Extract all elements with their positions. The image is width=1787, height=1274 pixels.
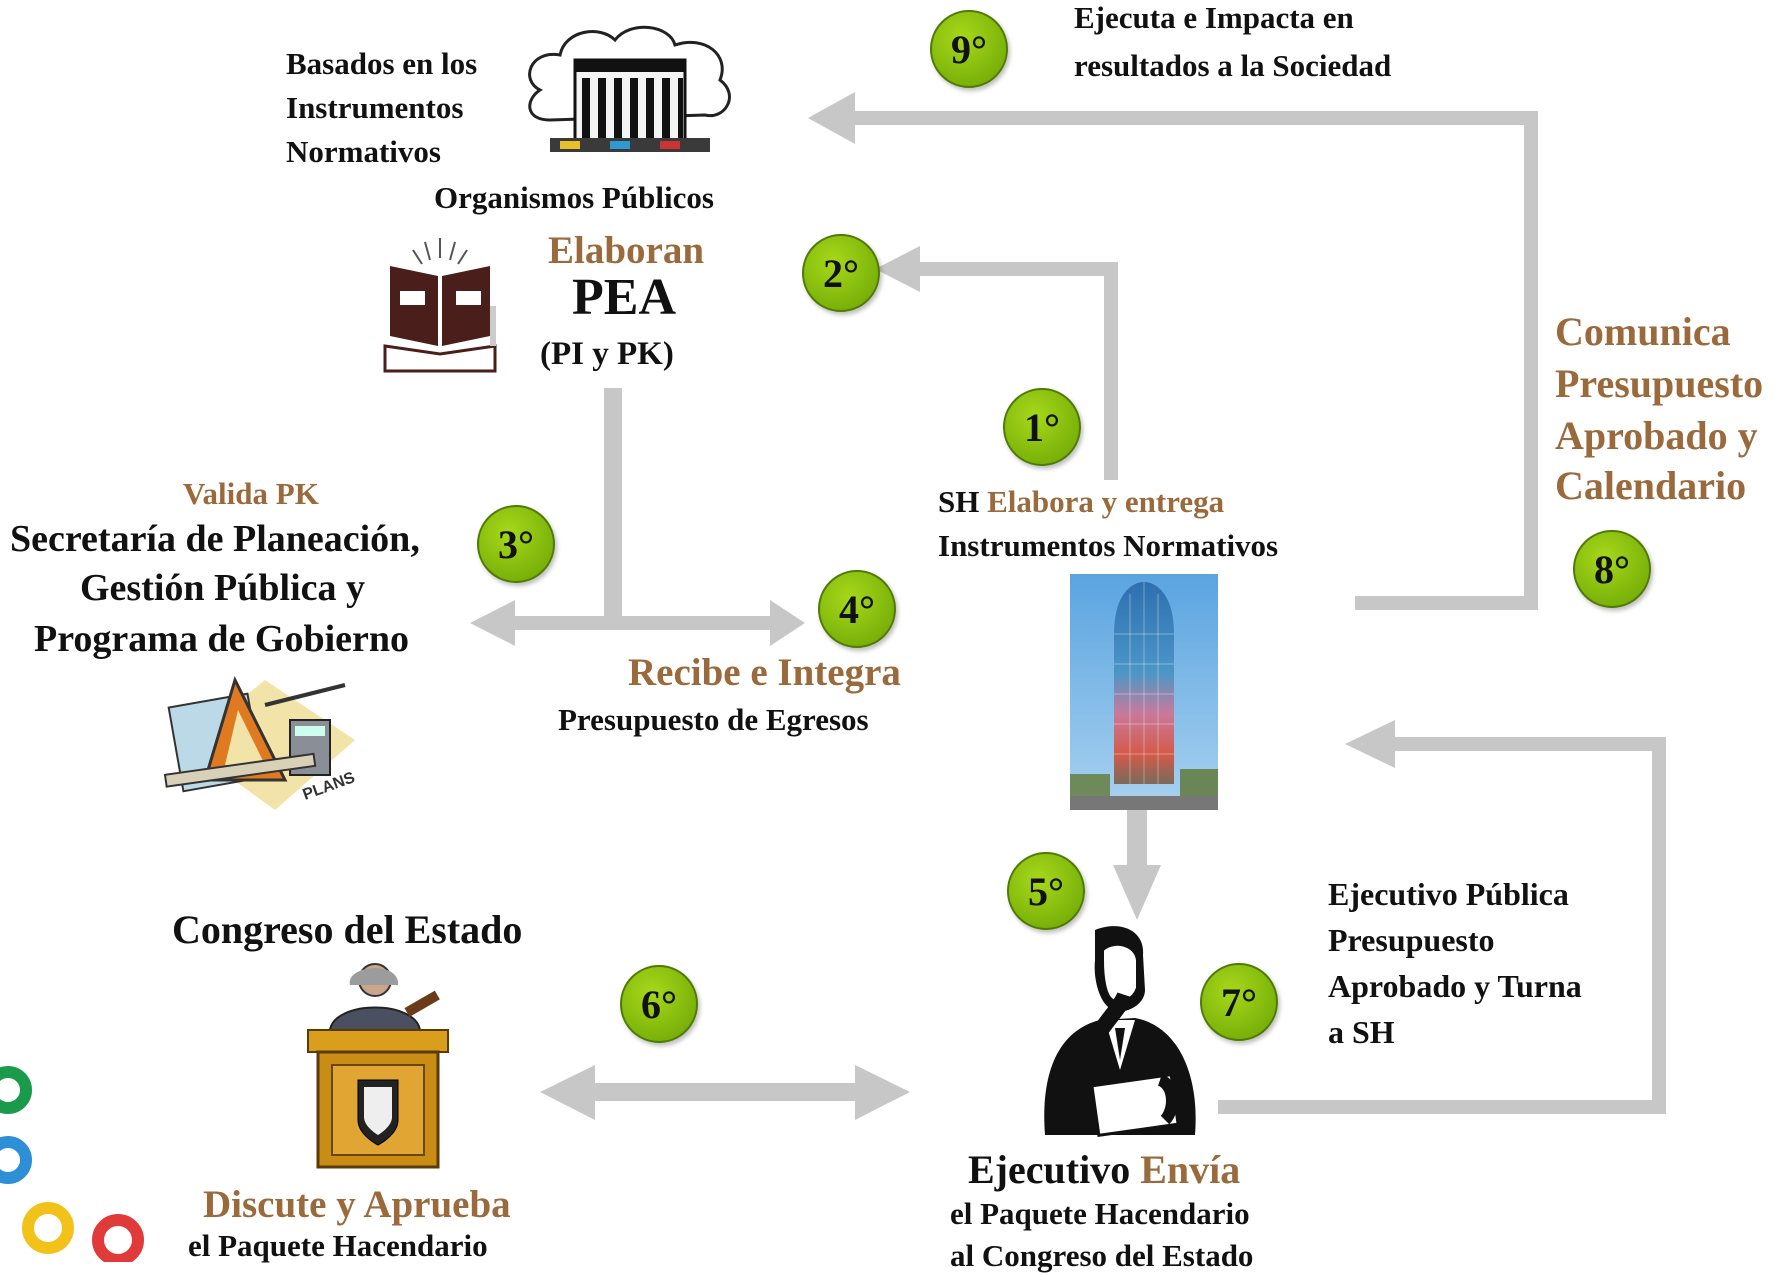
comunica-line-1: Comunica — [1555, 309, 1731, 354]
ejecutivo-line-3: al Congreso del Estado — [950, 1238, 1254, 1273]
arrow2-vertical — [1104, 263, 1118, 480]
arrow5-shaft — [1127, 810, 1147, 870]
comunica-line-3: Aprobado y — [1555, 413, 1758, 458]
comunica-line-2: Presupuesto — [1555, 361, 1764, 406]
congreso-title: Congreso del Estado — [172, 907, 523, 952]
step-2-badge: 2° — [802, 234, 880, 312]
secretaria-line-2: Gestión Pública y — [80, 567, 366, 609]
sh-label: SH Elabora y entrega — [938, 484, 1224, 520]
congreso-paquete-label: el Paquete Hacendario — [188, 1228, 488, 1263]
reading-book-icon — [380, 236, 500, 376]
arrow4-head — [770, 600, 805, 646]
publica-line-3: Aprobado y Turna — [1328, 968, 1582, 1004]
skyscraper-photo — [1070, 574, 1218, 810]
arrow2-head — [875, 246, 920, 292]
arrow34-vertical — [604, 388, 622, 624]
step9-line-2: resultados a la Sociedad — [1074, 48, 1392, 83]
arrow2-horizontal — [915, 262, 1118, 276]
publica-line-4: a SH — [1328, 1014, 1395, 1050]
arrow9-head — [808, 92, 855, 144]
arrow6-shaft — [585, 1083, 865, 1101]
publica-line-1: Ejecutivo Pública — [1328, 876, 1569, 912]
basados-line-1: Basados en los — [286, 46, 478, 81]
arrow7-top — [1390, 737, 1666, 751]
government-building-icon — [520, 20, 740, 160]
thinking-man-icon — [1025, 920, 1215, 1140]
arrow34-horizontal — [510, 616, 780, 630]
ejecutivo-line-2: el Paquete Hacendario — [950, 1196, 1250, 1231]
planning-tools-icon: PLANS — [155, 670, 375, 820]
elabora-entrega-label: Elabora y entrega — [987, 484, 1225, 519]
arrow8-horizontal — [1355, 596, 1538, 610]
arrow7-head — [1345, 720, 1395, 768]
arrow5-head — [1113, 865, 1161, 920]
comunica-line-4: Calendario — [1555, 463, 1747, 508]
publica-line-2: Presupuesto — [1328, 922, 1495, 958]
arrow9-horizontal — [848, 111, 1538, 125]
organismos-publicos-label: Organismos Públicos — [434, 180, 714, 215]
pea-label: PEA — [572, 269, 676, 326]
ejecutivo-word: Ejecutivo — [968, 1147, 1131, 1192]
ejecutivo-envia-label: Ejecutivo Envía — [968, 1146, 1240, 1193]
step-3-badge: 3° — [477, 505, 555, 583]
arrow3-head — [470, 600, 515, 646]
arrow7-bottom — [1218, 1100, 1666, 1114]
step-9-badge: 9° — [930, 10, 1008, 88]
step9-line-1: Ejecuta e Impacta en — [1074, 0, 1354, 35]
judge-podium-icon — [300, 955, 460, 1170]
envia-word: Envía — [1140, 1147, 1241, 1192]
arrow9-vertical — [1524, 112, 1538, 610]
basados-line-2: Instrumentos — [286, 90, 464, 125]
secretaria-line-1: Secretaría de Planeación, — [10, 518, 420, 560]
presupuesto-egresos-label: Presupuesto de Egresos — [558, 702, 869, 737]
step-7-badge: 7° — [1200, 963, 1278, 1041]
valida-pk-label: Valida PK — [183, 476, 319, 511]
arrow7-vertical — [1652, 738, 1666, 1114]
step-5-badge: 5° — [1007, 852, 1085, 930]
step-4-badge: 4° — [818, 570, 896, 648]
arrow6-left-head — [540, 1065, 595, 1120]
step-1-badge: 1° — [1003, 388, 1081, 466]
recibe-integra-label: Recibe e Integra — [628, 651, 901, 694]
elaboran-label: Elaboran — [548, 229, 705, 272]
basados-line-3: Normativos — [286, 134, 441, 169]
arrow6-right-head — [855, 1065, 910, 1120]
sh-prefix: SH — [938, 484, 980, 519]
secretaria-line-3: Programa de Gobierno — [34, 618, 410, 660]
step-8-badge: 8° — [1573, 530, 1651, 608]
instrumentos-normativos-label: Instrumentos Normativos — [938, 528, 1279, 563]
step-6-badge: 6° — [620, 965, 698, 1043]
logo-rings-icon — [0, 1060, 150, 1266]
pi-pk-label: (PI y PK) — [540, 336, 674, 372]
discute-aprueba-label: Discute y Aprueba — [203, 1183, 511, 1226]
